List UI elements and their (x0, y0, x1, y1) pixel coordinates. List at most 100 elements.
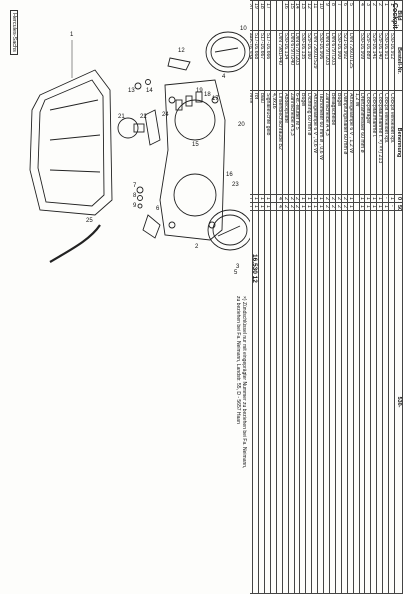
table-row: 1,2 W (353, 0, 360, 594)
cell-desc: 4,9x16 (270, 90, 277, 195)
cell-desc: Dämpfungshalter 60 mm ø (341, 90, 348, 195)
cell-empty (388, 210, 395, 594)
header-bild: Bild (394, 0, 403, 31)
cell-desc: Cockpitträger (364, 90, 371, 195)
callout-8: 8 (133, 193, 137, 199)
cell-empty (347, 210, 354, 594)
cell-bild: 18 (258, 0, 265, 31)
cell-q2: 2 (341, 202, 348, 211)
small-hardware-drawing (134, 57, 191, 239)
cell-desc: Drehzahlmesser 60 mm ø (359, 90, 365, 195)
cell-bild (353, 0, 360, 31)
cell-bild: 11 (311, 0, 318, 31)
cell-q1: 2 (282, 194, 289, 203)
cell-num: 517-16.666 (264, 30, 271, 91)
cell-q1 (353, 194, 360, 203)
callout-15: 15 (192, 142, 199, 148)
cell-q2: 2 (335, 202, 342, 211)
cell-q1: 2 (329, 194, 336, 203)
cell-q2: 1 (370, 202, 377, 211)
cell-q1: 2 (288, 194, 295, 203)
callout-18: 18 (204, 92, 211, 98)
cell-empty (382, 210, 389, 594)
cell-q1: 2 (323, 194, 330, 203)
cell-q2: 2 (288, 202, 295, 211)
cell-empty (250, 210, 253, 594)
ignition-switch-drawing (117, 109, 161, 146)
cell-q2: 1 (300, 202, 306, 211)
cell-q2: 1 (264, 202, 271, 211)
callout-5: 5 (234, 270, 238, 276)
callout-7: 7 (133, 183, 137, 189)
cell-bild: 8 (329, 0, 336, 31)
parts-table-region: Bild Bestell-Nr. Benennung 0 1 0 50 70 5… (250, 0, 403, 594)
cell-bild: 13 (300, 0, 306, 31)
cell-q2: 1 (305, 202, 312, 211)
cell-q2: 1 (311, 202, 318, 211)
cell-num: DIN 7981/440 (276, 30, 283, 91)
cell-q1: 1 (264, 194, 271, 203)
cell-q1: 4 (276, 194, 283, 203)
brand-logo: Hercules-Sachs (10, 10, 18, 55)
cell-q2: 2 (282, 202, 289, 211)
cell-desc: Tachometer 60 mm ø , 0,6 W (317, 90, 324, 195)
header-bestell-nr: Bestell-Nr. (394, 30, 403, 91)
cell-num: 529-16.889 (364, 30, 371, 91)
cell-num (353, 30, 360, 91)
speedometer-gauge-drawing (207, 209, 250, 251)
footnote-line-1: ×) Zündschlüssel nur mit eingeprägter Nu… (241, 296, 247, 469)
cell-desc: Bügel (300, 90, 306, 195)
cell-num: 530-16.909 (359, 30, 365, 91)
cell-q1: 1 (388, 194, 395, 203)
cell-q2: 1 (364, 202, 371, 211)
cell-bild: 1 (382, 0, 389, 31)
cell-bild: 6 (341, 0, 348, 31)
cell-desc: Cockpitaufnahme r. ×) ××) 213 (376, 90, 383, 195)
cell-q1: 1 (317, 194, 324, 203)
header-q2: 50 70 (394, 202, 403, 211)
exploded-parts-drawing (29, 31, 250, 263)
callout-14: 14 (146, 88, 153, 94)
cell-bild: 3 (364, 0, 371, 31)
callout-2: 2 (195, 244, 199, 250)
cell-desc: Bügel (335, 90, 342, 195)
cell-bild: 2 (370, 0, 377, 31)
cell-desc: grün (250, 90, 253, 195)
cell-num: DIN 6797/240 (288, 30, 295, 91)
callout-25: 25 (86, 218, 93, 224)
cell-q2: 2 (294, 202, 300, 211)
cell-q2 (353, 202, 360, 211)
cell-q1 (270, 194, 277, 203)
cell-q1: 1 (370, 194, 377, 203)
cell-empty (288, 210, 295, 594)
cell-desc: Zahnscheibe A 4,3 (323, 90, 330, 195)
cell-desc: Abdeckplatte (282, 90, 289, 195)
cell-empty (317, 210, 324, 594)
callout-17: 17 (212, 96, 219, 102)
cell-bild (270, 0, 277, 31)
header-model: 530- (394, 210, 403, 594)
cell-num: 529-16.141 (370, 30, 377, 91)
footnote: ×) Zündschlüssel nur mit eingeprägter Nu… (226, 296, 247, 596)
callout-9: 9 (133, 203, 137, 209)
cell-empty (311, 210, 318, 594)
callout-10: 10 (240, 26, 247, 32)
cell-desc: blau (258, 90, 265, 195)
cell-desc: Cockpit verkleidet kpl. (382, 90, 389, 195)
cell-q2: 1 (359, 202, 365, 211)
cell-q1: 1 (376, 194, 383, 203)
cell-q2: 2 (329, 202, 336, 211)
callout-22: 22 (140, 114, 147, 120)
cell-desc: 6-kt.-Mutter M 5 (294, 90, 300, 195)
cell-bild: 10 (317, 0, 324, 31)
